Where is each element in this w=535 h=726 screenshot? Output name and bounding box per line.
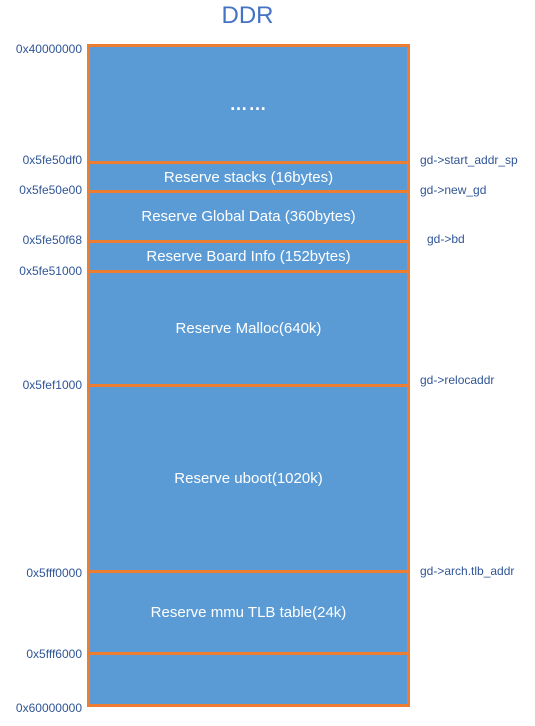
divider bbox=[90, 570, 407, 573]
address-label: 0x40000000 bbox=[15, 42, 82, 56]
divider bbox=[90, 190, 407, 193]
address-label: 0x5fe50df0 bbox=[22, 153, 82, 167]
diagram-title: DDR bbox=[221, 2, 274, 29]
divider bbox=[90, 161, 407, 164]
address-label: 0x60000000 bbox=[15, 701, 82, 715]
divider bbox=[90, 240, 407, 243]
pointer-label-bd: gd->bd bbox=[427, 232, 465, 246]
divider bbox=[90, 384, 407, 387]
region-bottom bbox=[90, 655, 407, 704]
address-label: 0x5fe50f68 bbox=[22, 233, 82, 247]
memory-map: …… Reserve stacks (16bytes) Reserve Glob… bbox=[87, 44, 410, 707]
address-label: 0x5fef1000 bbox=[22, 378, 82, 392]
region-reserve-board-info: Reserve Board Info (152bytes) bbox=[146, 248, 351, 265]
region-reserve-global-data: Reserve Global Data (360bytes) bbox=[141, 208, 356, 225]
address-label: 0x5fe50e00 bbox=[19, 183, 82, 197]
region-reserve-uboot: Reserve uboot(1020k) bbox=[174, 470, 323, 487]
divider bbox=[90, 270, 407, 273]
pointer-label-start-addr-sp: gd->start_addr_sp bbox=[420, 153, 518, 167]
divider bbox=[90, 652, 407, 655]
address-label: 0x5fff6000 bbox=[26, 647, 82, 661]
region-reserve-stacks: Reserve stacks (16bytes) bbox=[163, 168, 334, 186]
pointer-label-new-gd: gd->new_gd bbox=[420, 183, 487, 197]
pointer-label-tlb-addr: gd->arch.tlb_addr bbox=[420, 564, 515, 578]
region-reserve-malloc: Reserve Malloc(640k) bbox=[175, 320, 322, 337]
pointer-label-relocaddr: gd->relocaddr bbox=[420, 373, 495, 387]
address-label: 0x5fe51000 bbox=[19, 264, 82, 278]
address-label: 0x5fff0000 bbox=[26, 566, 82, 580]
region-unused-top: …… bbox=[229, 93, 268, 114]
region-reserve-mmu-tlb: Reserve mmu TLB table(24k) bbox=[150, 604, 347, 621]
